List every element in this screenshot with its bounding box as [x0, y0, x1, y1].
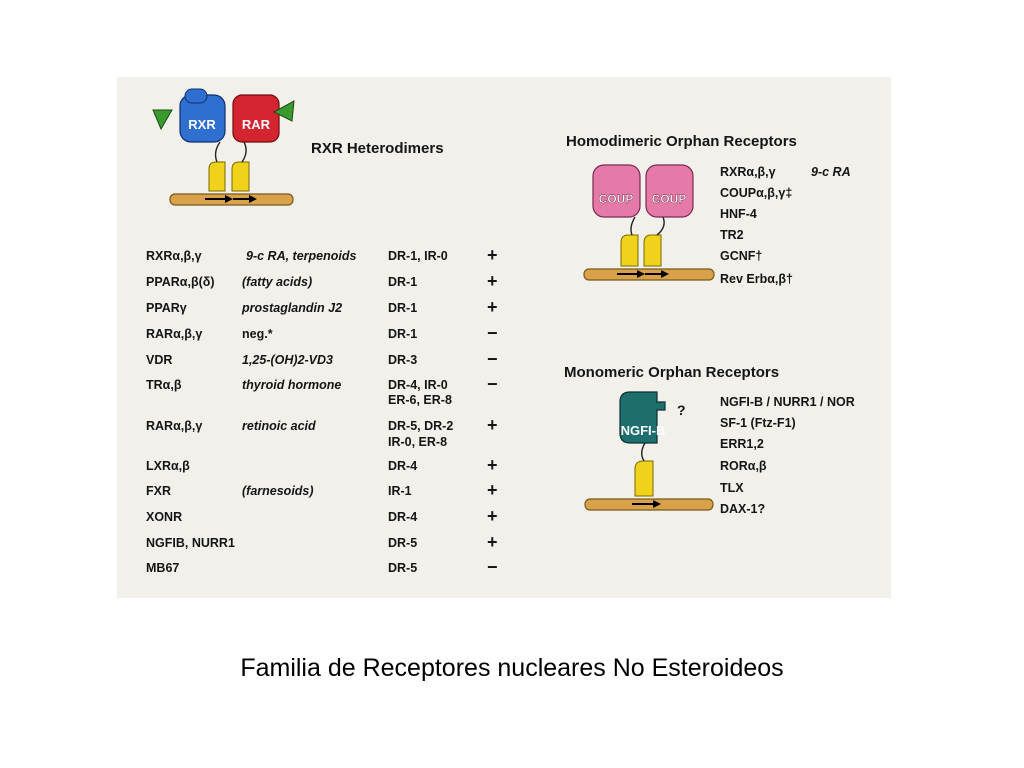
rxr-box-label: RXR [188, 117, 216, 132]
dna-binding-domain [634, 460, 654, 497]
heterodimers-title: RXR Heterodimers [311, 140, 444, 157]
response-element: DR-1 [388, 327, 418, 341]
activity-sign: + [487, 532, 498, 552]
rxr-ligand-pocket [184, 88, 208, 104]
receptor-name: RARα,β,γ [146, 327, 203, 341]
dna-binding-domain [643, 234, 662, 267]
activity-sign: + [487, 415, 498, 435]
coup-box-label: COUP [652, 192, 687, 206]
activity-sign: + [487, 506, 498, 526]
ligand-triangle-icon [152, 109, 173, 131]
ligand-name: (fatty acids) [242, 275, 313, 289]
dna-binding-domain [620, 234, 639, 267]
hinge [641, 442, 646, 462]
ligand-name: neg.* [242, 327, 273, 341]
response-element: DR-1 [388, 275, 418, 289]
activity-sign: + [487, 245, 498, 265]
ligand-name: 1,25-(OH)2-VD3 [242, 353, 333, 367]
ngfib-domain-box [619, 391, 666, 444]
activity-sign: + [487, 455, 498, 475]
list-item: DAX-1? [720, 502, 766, 516]
response-element: DR-5 [388, 536, 418, 550]
activity-sign: + [487, 480, 498, 500]
list-item: COUPα,β,γ‡ [720, 186, 793, 200]
arrow-head [225, 195, 233, 203]
ngfib-box-label: NGFI-B [621, 423, 666, 438]
arrow-head [653, 500, 661, 508]
activity-sign: − [487, 349, 498, 369]
hinge [656, 216, 665, 236]
receptor-name: RARα,β,γ [146, 419, 203, 433]
coup-box-label: COUP [599, 192, 634, 206]
hinge [214, 141, 221, 163]
unknown-ligand-mark: ? [677, 402, 686, 418]
list-item: ERR1,2 [720, 437, 764, 451]
dna-binding-domain [208, 161, 226, 192]
ligand-name: (farnesoids) [242, 484, 314, 498]
rar-domain-box [232, 94, 280, 143]
ligand-name: retinoic acid [242, 419, 316, 433]
hinge [630, 216, 636, 236]
response-element-continued: IR-0, ER-8 [388, 435, 448, 449]
coup-domain-box [645, 164, 694, 218]
ligand-triangle-icon [272, 100, 295, 122]
list-item: RXRα,β,γ [720, 165, 776, 179]
receptor-name: XONR [146, 510, 183, 524]
receptor-name: MB67 [146, 561, 180, 575]
activity-sign: − [487, 374, 498, 394]
list-item: TR2 [720, 228, 744, 242]
response-element: DR-1, IR-0 [388, 249, 448, 263]
response-element: IR-1 [388, 484, 412, 498]
dna-binding-domain [231, 161, 250, 192]
receptor-name: VDR [146, 353, 173, 367]
figure-panel: RXR RAR COUP COUP NGFI-B ? RXR Heterodim… [117, 77, 891, 598]
receptor-name: LXRα,β [146, 459, 190, 473]
response-element-continued: ER-6, ER-8 [388, 393, 452, 407]
list-item: Rev Erbα,β† [720, 272, 793, 286]
coup-domain-box [592, 164, 641, 218]
activity-sign: + [487, 271, 498, 291]
response-element: DR-4, IR-0 [388, 378, 448, 392]
receptor-name: FXR [146, 484, 171, 498]
ligand-name: thyroid hormone [242, 378, 342, 392]
response-element: DR-3 [388, 353, 418, 367]
list-item: NGFI-B / NURR1 / NOR [720, 395, 855, 409]
arrow-head [637, 270, 645, 278]
receptor-name: PPARγ [146, 301, 187, 315]
ligand-name: 9-c RA, terpenoids [246, 249, 357, 263]
monomeric-title: Monomeric Orphan Receptors [564, 364, 780, 381]
response-element: DR-1 [388, 301, 418, 315]
activity-sign: + [487, 297, 498, 317]
list-item: RORα,β [720, 459, 767, 473]
diagram-graphics: RXR RAR COUP COUP NGFI-B ? [152, 88, 715, 511]
rar-box-label: RAR [242, 117, 271, 132]
activity-sign: − [487, 557, 498, 577]
arrow-head [661, 270, 669, 278]
list-item: SF-1 (Ftz-F1) [720, 416, 796, 430]
response-element: DR-5, DR-2 [388, 419, 454, 433]
receptor-name: NGFIB, NURR1 [146, 536, 235, 550]
list-item: TLX [720, 481, 744, 495]
slide-caption: Familia de Receptores nucleares No Ester… [240, 654, 784, 682]
hinge [241, 141, 247, 163]
list-item: HNF-4 [720, 207, 757, 221]
activity-sign: − [487, 323, 498, 343]
response-element: DR-4 [388, 459, 418, 473]
arrow-head [249, 195, 257, 203]
receptor-name: TRα,β [146, 378, 182, 392]
response-element: DR-5 [388, 561, 418, 575]
response-element: DR-4 [388, 510, 418, 524]
receptor-name: RXRα,β,γ [146, 249, 202, 263]
homodimeric-title: Homodimeric Orphan Receptors [566, 133, 797, 150]
ligand-name: 9-c RA [811, 165, 851, 179]
ligand-name: prostaglandin J2 [242, 301, 343, 315]
list-item: GCNF† [720, 249, 763, 263]
receptor-name: PPARα,β(δ) [146, 275, 215, 289]
